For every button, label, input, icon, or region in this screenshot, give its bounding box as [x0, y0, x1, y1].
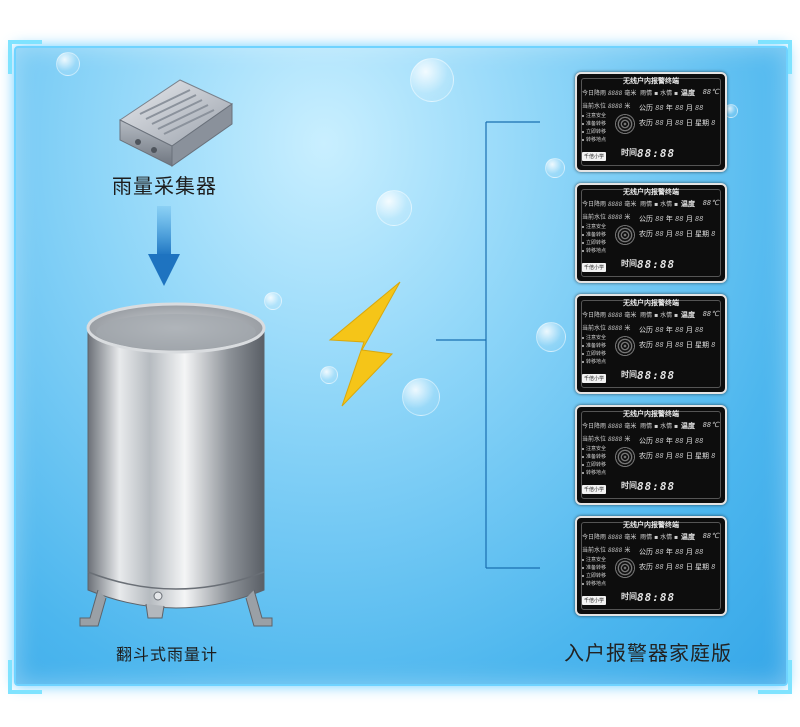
- panel-title: 无线户内报警终端: [623, 299, 679, 307]
- alarm-panel: 无线户内报警终端 今日降雨 8888 毫米 雨情 ▪ 水情 ▪ 温度 88℃ 当…: [575, 516, 727, 616]
- bubble-decoration: [320, 366, 338, 384]
- water-row: 当前水位 8888 米: [582, 103, 631, 110]
- panel-title: 无线户内报警终端: [623, 77, 679, 85]
- panel-title: 无线户内报警终端: [623, 188, 679, 196]
- panel-title: 无线户内报警终端: [623, 410, 679, 418]
- wireless-lightning-icon: [328, 281, 401, 407]
- temp-label: 温度: [681, 311, 695, 319]
- status-list: 注意安全 准备转移 立即转移 转移地点: [582, 445, 606, 477]
- rain-row: 今日降雨 8888 毫米 雨情 ▪ 水情 ▪: [582, 312, 679, 319]
- temp-value: 88℃: [702, 199, 719, 207]
- solar-date-row: 公历 88 年 88 月 88: [639, 215, 704, 223]
- alarm-panel: 无线户内报警终端 今日降雨 8888 毫米 雨情 ▪ 水情 ▪ 温度 88℃ 当…: [575, 294, 727, 394]
- water-row: 当前水位 8888 米: [582, 325, 631, 332]
- rain-collector-device: [119, 79, 233, 167]
- lunar-date-row: 农历 88 月 88 日 星期 8: [639, 341, 716, 349]
- collector-label: 雨量采集器: [112, 174, 217, 198]
- lunar-date-row: 农历 88 月 88 日 星期 8: [639, 452, 716, 460]
- speaker-icon: [615, 114, 635, 134]
- lunar-date-row: 农历 88 月 88 日 星期 8: [639, 119, 716, 127]
- alarm-panel: 无线户内报警终端 今日降雨 8888 毫米 雨情 ▪ 水情 ▪ 温度 88℃ 当…: [575, 183, 727, 283]
- panel-border: [581, 300, 721, 388]
- down-arrow-icon: [148, 206, 180, 286]
- location-tag: 千倍小学: [582, 152, 607, 161]
- status-list: 注意安全 准备转移 立即转移 转移地点: [582, 334, 606, 366]
- location-tag: 千倍小学: [582, 485, 607, 494]
- lunar-date-row: 农历 88 月 88 日 星期 8: [639, 230, 716, 238]
- time-value: 88:88: [637, 258, 676, 271]
- corner-decoration: [8, 40, 42, 74]
- solar-date-row: 公历 88 年 88 月 88: [639, 548, 704, 556]
- panel-border: [581, 522, 721, 610]
- panel-border: [581, 411, 721, 499]
- rain-row: 今日降雨 8888 毫米 雨情 ▪ 水情 ▪: [582, 534, 679, 541]
- temp-label: 温度: [681, 422, 695, 430]
- speaker-icon: [615, 447, 635, 467]
- speaker-icon: [615, 558, 635, 578]
- status-list: 注意安全 准备转移 立即转移 转移地点: [582, 112, 606, 144]
- status-list: 注意安全 准备转移 立即转移 转移地点: [582, 556, 606, 588]
- bubble-decoration: [402, 378, 440, 416]
- bubble-decoration: [264, 292, 282, 310]
- rain-row: 今日降雨 8888 毫米 雨情 ▪ 水情 ▪: [582, 90, 679, 97]
- panel-border: [581, 78, 721, 166]
- corner-decoration: [8, 660, 42, 694]
- panel-title: 无线户内报警终端: [623, 521, 679, 529]
- location-tag: 千倍小学: [582, 596, 607, 605]
- speaker-icon: [615, 336, 635, 356]
- time-label: 时间: [621, 148, 637, 157]
- temp-label: 温度: [681, 89, 695, 97]
- time-value: 88:88: [637, 591, 676, 604]
- bubble-decoration: [410, 58, 454, 102]
- time-label: 时间: [621, 370, 637, 379]
- bubble-decoration: [536, 322, 566, 352]
- panel-border: [581, 189, 721, 277]
- water-row: 当前水位 8888 米: [582, 547, 631, 554]
- bubble-decoration: [56, 52, 80, 76]
- time-label: 时间: [621, 481, 637, 490]
- time-label: 时间: [621, 259, 637, 268]
- temp-value: 88℃: [702, 310, 719, 318]
- temp-value: 88℃: [702, 88, 719, 96]
- tipping-bucket-rain-gauge: [79, 302, 273, 627]
- location-tag: 千倍小学: [582, 374, 607, 383]
- temp-value: 88℃: [702, 421, 719, 429]
- corner-decoration: [758, 40, 792, 74]
- alarm-panel: 无线户内报警终端 今日降雨 8888 毫米 雨情 ▪ 水情 ▪ 温度 88℃ 当…: [575, 405, 727, 505]
- bubble-decoration: [545, 158, 565, 178]
- rain-row: 今日降雨 8888 毫米 雨情 ▪ 水情 ▪: [582, 423, 679, 430]
- temp-label: 温度: [681, 533, 695, 541]
- bubble-decoration: [376, 190, 412, 226]
- solar-date-row: 公历 88 年 88 月 88: [639, 437, 704, 445]
- status-list: 注意安全 准备转移 立即转移 转移地点: [582, 223, 606, 255]
- location-tag: 千倍小学: [582, 263, 607, 272]
- water-row: 当前水位 8888 米: [582, 214, 631, 221]
- solar-date-row: 公历 88 年 88 月 88: [639, 104, 704, 112]
- temp-label: 温度: [681, 200, 695, 208]
- time-value: 88:88: [637, 369, 676, 382]
- temp-value: 88℃: [702, 532, 719, 540]
- water-row: 当前水位 8888 米: [582, 436, 631, 443]
- time-value: 88:88: [637, 480, 676, 493]
- time-label: 时间: [621, 592, 637, 601]
- gauge-label: 翻斗式雨量计: [116, 645, 219, 664]
- solar-date-row: 公历 88 年 88 月 88: [639, 326, 704, 334]
- time-value: 88:88: [637, 147, 676, 160]
- corner-decoration: [758, 660, 792, 694]
- connector-lines: [436, 121, 540, 569]
- alarm-panel: 无线户内报警终端 今日降雨 8888 毫米 雨情 ▪ 水情 ▪ 温度 88℃ 当…: [575, 72, 727, 172]
- alarm-label: 入户报警器家庭版: [564, 641, 732, 665]
- speaker-icon: [615, 225, 635, 245]
- lunar-date-row: 农历 88 月 88 日 星期 8: [639, 563, 716, 571]
- rain-row: 今日降雨 8888 毫米 雨情 ▪ 水情 ▪: [582, 201, 679, 208]
